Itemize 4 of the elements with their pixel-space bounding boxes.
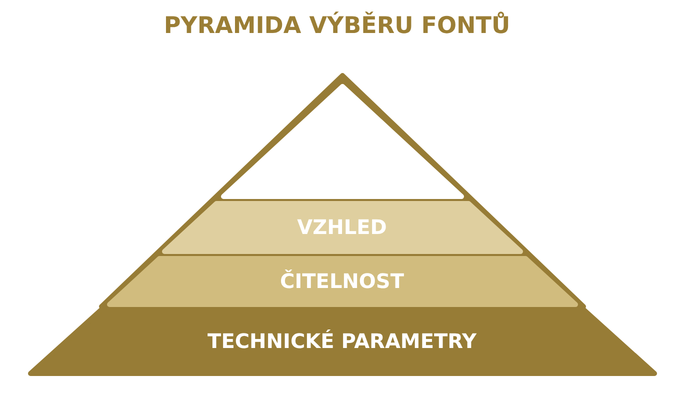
diagram-title: PYRAMIDA VÝBĚRU FONTŮ (164, 13, 510, 39)
tier-label: VZHLED (297, 216, 387, 238)
tier-label: ČITELNOST (280, 270, 404, 292)
tier-label: TECHNICKÉ PARAMETRY (208, 330, 476, 352)
